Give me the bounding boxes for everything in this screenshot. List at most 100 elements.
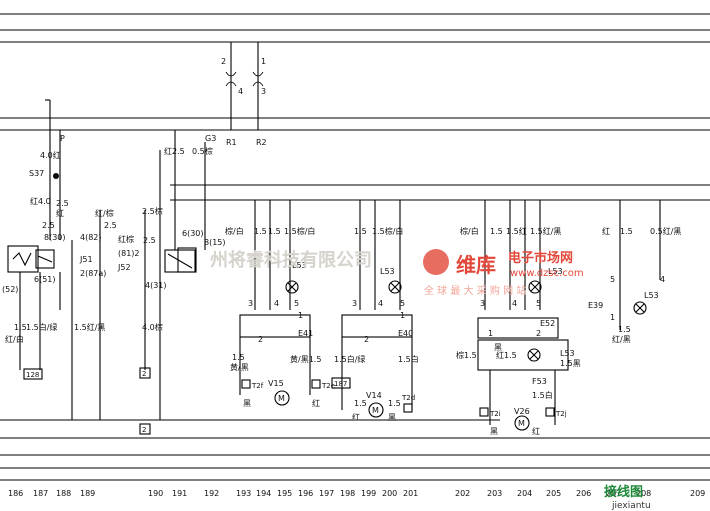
g1-e41: E41 bbox=[298, 329, 313, 338]
g3-p5: 5 bbox=[536, 299, 541, 308]
g4-rb: 红/黑 bbox=[612, 334, 631, 344]
dzsc-logo: 维库 电子市场网 www.dzsc.com 全 球 最 大 采 购 网 站 bbox=[423, 249, 584, 297]
g2-w15a: 1.5 bbox=[354, 399, 367, 408]
g1-p2: 2 bbox=[258, 335, 263, 344]
r8-30-label: 8(30) bbox=[44, 233, 66, 242]
wire-red-white: 红/白 bbox=[5, 334, 24, 344]
box-2: 2 bbox=[142, 370, 146, 378]
wire-mid3-label: 2.5 bbox=[42, 221, 55, 230]
g2-p4: 4 bbox=[378, 299, 383, 308]
r4-31-label: 4(31) bbox=[145, 281, 167, 290]
r6-51-label: 6(51) bbox=[34, 275, 56, 284]
r4-82-label: 4(82) bbox=[80, 233, 102, 242]
conn-4-label: 4 bbox=[238, 87, 243, 96]
g3-v26: V26 bbox=[514, 407, 530, 416]
logo-url: www.dzsc.com bbox=[510, 268, 584, 279]
g4-l53: L53 bbox=[644, 291, 659, 300]
g3-l53b: L53 bbox=[560, 349, 575, 358]
logo-site: 电子市场网 bbox=[508, 250, 573, 266]
g2-m: M bbox=[372, 406, 379, 415]
watermark: 州将睿科技有限公司 bbox=[209, 249, 372, 271]
r52-label: (52) bbox=[2, 285, 18, 294]
column-number: 190 bbox=[148, 489, 163, 498]
g1-red: 红 bbox=[312, 398, 320, 408]
group-e52-v26: 棕/白 1.5 1.5红 1.5红/黑 L53 3 4 5 E52 1 2 棕1… bbox=[456, 200, 581, 436]
g1-yb: 黄/黑1.5 bbox=[290, 354, 321, 364]
column-number: 206 bbox=[576, 489, 591, 498]
wire-25: 2.5 bbox=[104, 221, 117, 230]
g1-yellow: 黄/黑 bbox=[230, 362, 249, 372]
column-number: 204 bbox=[517, 489, 532, 498]
group-e41-v15: 棕/白 1.5 1.5 1.5棕/白 L53 3 4 5 E41 2 1 1.5… bbox=[225, 200, 351, 408]
g1-p5: 5 bbox=[294, 299, 299, 308]
g1-p4: 4 bbox=[274, 299, 279, 308]
column-number: 199 bbox=[361, 489, 376, 498]
g3-p2: 2 bbox=[536, 329, 541, 338]
r2-87a-label: 2(87a) bbox=[80, 269, 106, 278]
j51-label: J51 bbox=[79, 255, 93, 264]
column-number: 192 bbox=[204, 489, 219, 498]
wire-4-brown: 4.0棕 bbox=[142, 322, 163, 332]
pin-r2: R2 bbox=[256, 138, 267, 147]
top-connectors: 2 1 4 3 R1 R2 G3 P bbox=[60, 42, 267, 147]
group-e40-v14: 1.5 1.5棕/白 L53 3 4 5 E40 2 1 1.5白/绿 1.5白… bbox=[334, 200, 419, 422]
g2-w15b: 1.5 bbox=[388, 399, 401, 408]
g3-red2: 红 bbox=[532, 426, 540, 436]
g4-e39: E39 bbox=[588, 301, 603, 310]
g4-p4: 4 bbox=[660, 275, 665, 284]
g2-p3: 3 bbox=[352, 299, 357, 308]
column-number: 187 bbox=[33, 489, 48, 498]
wire-red-brown2: 红棕 bbox=[118, 234, 134, 244]
wire-25-brown: 2.5棕 bbox=[142, 206, 163, 216]
g1-w2: 1.5 bbox=[254, 227, 267, 236]
g3-red: 红1.5 bbox=[496, 350, 517, 360]
column-number: 200 bbox=[382, 489, 397, 498]
s37-label: S37 bbox=[29, 169, 44, 178]
g1-p1: 1 bbox=[298, 311, 303, 320]
wire-mid2-label: 2.5 bbox=[56, 199, 69, 208]
wire-mid4-label: 红 bbox=[56, 208, 64, 218]
g3-black2: 黑 bbox=[490, 427, 498, 436]
g3-w3: 1.5红 bbox=[506, 226, 527, 236]
g3-black: 黑 bbox=[494, 343, 502, 352]
g3-w1: 棕/白 bbox=[460, 226, 479, 236]
g1-w15: 1.5 bbox=[232, 353, 245, 362]
logo-main: 维库 bbox=[456, 253, 496, 277]
column-number: 205 bbox=[546, 489, 561, 498]
column-number: 194 bbox=[256, 489, 271, 498]
column-number: 198 bbox=[340, 489, 355, 498]
g1-w5: 1.5棕/白 bbox=[284, 226, 315, 236]
pin-g3: G3 bbox=[205, 134, 216, 143]
g2-l53: L53 bbox=[380, 267, 395, 276]
conn-3-label: 3 bbox=[261, 87, 266, 96]
column-number: 186 bbox=[8, 489, 23, 498]
pin-r1: R1 bbox=[226, 138, 237, 147]
g3-w4: 1.5红/黑 bbox=[530, 226, 561, 236]
g2-w1: 1.5 bbox=[354, 227, 367, 236]
column-number: 191 bbox=[172, 489, 187, 498]
g4-p5: 5 bbox=[610, 275, 615, 284]
g3-p4: 4 bbox=[512, 299, 517, 308]
g4-w15b: 1.5 bbox=[618, 325, 631, 334]
g2-wg: 1.5白/绿 bbox=[334, 354, 365, 364]
g1-m: M bbox=[278, 394, 285, 403]
wire-15-red-black: 1.5红/黑 bbox=[74, 322, 105, 332]
footer-brand: 接线图 jiexiantu bbox=[604, 484, 651, 511]
wire-25b: 2.5 bbox=[143, 236, 156, 245]
g2-black: 黑 bbox=[388, 413, 396, 422]
g3-w15r: 1.5黑 bbox=[560, 359, 581, 368]
wire-red-25: 红2.5 bbox=[164, 146, 185, 156]
column-number: 189 bbox=[80, 489, 95, 498]
g3-t2i: T2i bbox=[489, 410, 501, 418]
g2-white: 1.5白 bbox=[398, 354, 419, 364]
g3-m: M bbox=[518, 419, 525, 428]
column-number: 201 bbox=[403, 489, 418, 498]
wire-05-brown: 0.5棕 bbox=[192, 146, 213, 156]
g4-p1: 1 bbox=[610, 313, 615, 322]
column-number: 203 bbox=[487, 489, 502, 498]
g2-red: 红 bbox=[352, 412, 360, 422]
g2-p5: 5 bbox=[400, 299, 405, 308]
g1-w3: 1.5 bbox=[268, 227, 281, 236]
footer-site: jiexiantu bbox=[611, 501, 651, 511]
wire-mid1-label: 红4.0 bbox=[30, 196, 51, 206]
